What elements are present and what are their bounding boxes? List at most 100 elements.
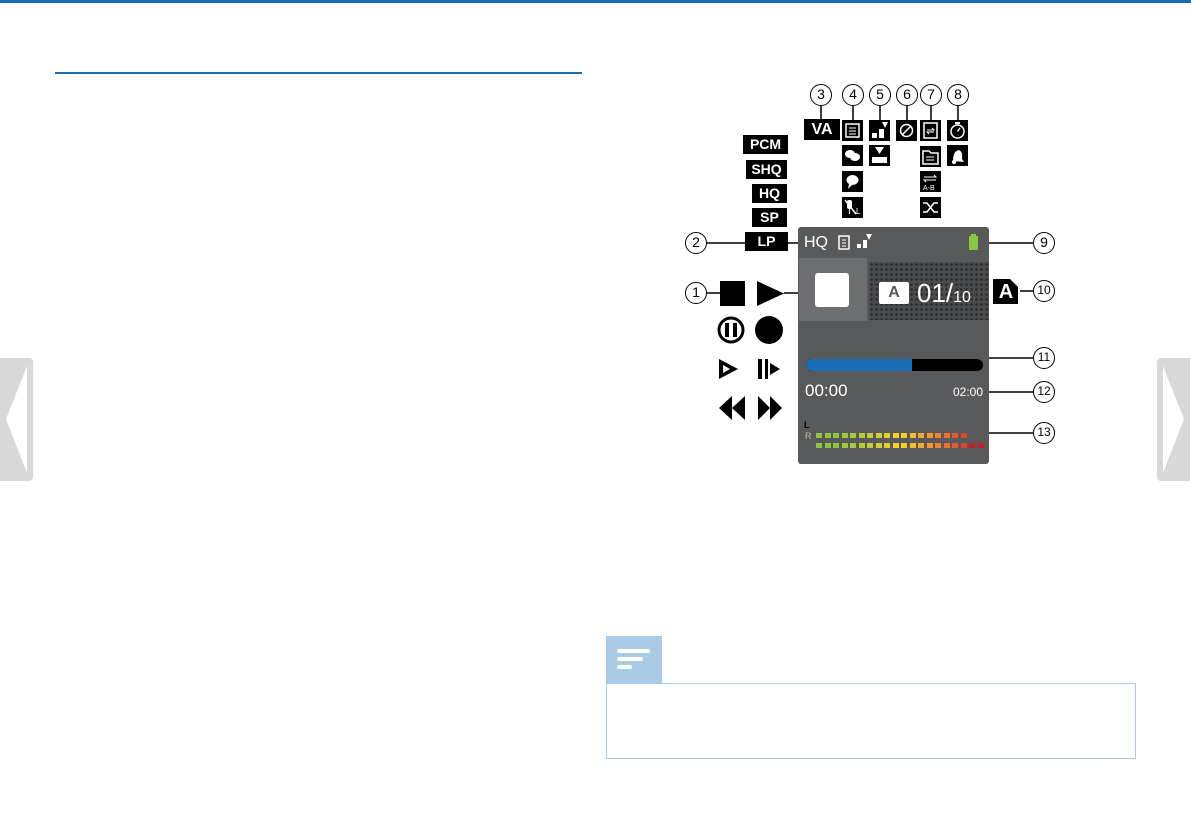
mic-sensitivity-icon — [869, 120, 890, 141]
alarm-icon — [947, 145, 968, 166]
folder-badge: A — [879, 282, 909, 304]
file-separator: / — [945, 278, 954, 308]
callout-5: 5 — [869, 84, 891, 106]
timer-icon — [947, 120, 968, 141]
fast-forward-icon — [758, 396, 782, 420]
meter-segment — [875, 443, 882, 448]
play-icon — [757, 281, 784, 306]
meter-segment — [841, 443, 848, 448]
quality-badge-pcm: PCM — [743, 135, 788, 154]
callout-13: 13 — [1033, 422, 1055, 444]
ambience-icon — [842, 120, 863, 141]
meter-segment — [841, 433, 848, 438]
callout-9: 9 — [1033, 232, 1055, 254]
meter-segment — [960, 443, 967, 448]
next-page-button[interactable] — [1157, 358, 1190, 481]
meter-segment — [884, 433, 890, 438]
meter-segment — [824, 443, 831, 448]
meter-segment — [884, 443, 890, 448]
callout-10: 10 — [1033, 280, 1055, 302]
quality-badge-shq: SHQ — [746, 160, 787, 179]
total-time: 02:00 — [953, 385, 984, 399]
display-quality: HQ — [804, 234, 828, 251]
quality-badge-lp: LP — [745, 232, 788, 251]
display-folder-panel — [869, 262, 989, 320]
meter-segment — [901, 433, 907, 438]
meter-segment — [858, 433, 865, 438]
meter-segment — [977, 443, 984, 448]
stop-icon — [720, 281, 745, 306]
meter-segment — [850, 443, 856, 448]
callout-4: 4 — [842, 84, 864, 106]
meter-segment — [850, 433, 856, 438]
repeat-folder-icon — [920, 146, 941, 167]
level-meter-left — [816, 425, 986, 438]
fast-play-icon — [758, 359, 780, 379]
meter-segment — [858, 443, 865, 448]
slow-play-icon — [719, 359, 738, 379]
section-rule — [55, 72, 582, 74]
file-counter: 01/10 — [917, 277, 971, 314]
recording-scene-icons: L — [842, 120, 863, 218]
callout-3: 3 — [810, 84, 832, 106]
meter-right-label: R — [805, 431, 812, 441]
record-icon — [755, 316, 783, 344]
meter-segment — [909, 443, 916, 448]
transport-icons — [717, 281, 784, 420]
display-status-icons — [838, 234, 872, 250]
previous-page-button[interactable] — [0, 358, 33, 481]
meter-segment — [918, 433, 924, 438]
meter-segment — [952, 443, 958, 448]
callout-7: 7 — [920, 84, 942, 106]
callout-1: 1 — [685, 282, 707, 304]
file-total: 10 — [953, 289, 971, 306]
meter-segment — [926, 443, 933, 448]
file-number: 01 — [917, 278, 946, 308]
level-meter-right — [816, 435, 986, 448]
meter-segment — [867, 443, 873, 448]
meter-segment — [833, 433, 839, 438]
elapsed-time: 00:00 — [805, 381, 848, 400]
repeat-ab-icon: A-B — [920, 171, 941, 192]
speech-icon — [842, 171, 863, 192]
callout-2: 2 — [685, 232, 707, 254]
voice-activation-badge: VA — [804, 119, 840, 140]
meter-segment — [935, 433, 941, 438]
meter-segment — [875, 433, 882, 438]
quality-badge-hq: HQ — [752, 184, 787, 203]
chevron-right-icon — [1163, 366, 1184, 473]
chevron-left-icon — [6, 366, 27, 473]
svg-text:A-B: A-B — [923, 185, 935, 192]
meter-segment — [943, 443, 950, 448]
mic-sensitivity-low-icon: L — [842, 197, 863, 218]
conversation-icon — [842, 145, 863, 166]
meter-segment — [960, 433, 967, 438]
mic-icons — [869, 120, 890, 166]
meter-segment — [943, 433, 950, 438]
meter-segment — [969, 443, 975, 448]
quality-badge-sp: SP — [752, 208, 787, 227]
callout-11: 11 — [1033, 347, 1055, 369]
meter-segment — [926, 433, 933, 438]
progress-bar — [806, 359, 983, 371]
callout-12: 12 — [1033, 381, 1055, 403]
meter-segment — [816, 433, 822, 438]
noise-cancel-icon — [896, 120, 917, 141]
meter-segment — [892, 433, 899, 438]
svg-text:L: L — [856, 207, 861, 216]
meter-segment — [892, 443, 899, 448]
meter-segment — [816, 443, 822, 448]
shuffle-icon — [920, 197, 941, 218]
display-stop-icon — [815, 273, 849, 307]
ambience-icon — [838, 235, 850, 250]
meter-segment — [824, 433, 831, 438]
repeat-file-icon — [920, 120, 941, 141]
memory-card-icon — [993, 279, 1018, 304]
memory-card-letter: A — [998, 281, 1014, 303]
meter-segment — [918, 443, 924, 448]
note-box — [606, 683, 1136, 759]
repeat-icons: A-B — [920, 120, 941, 218]
note-tab — [606, 636, 662, 684]
meter-left-label: L — [804, 420, 810, 430]
